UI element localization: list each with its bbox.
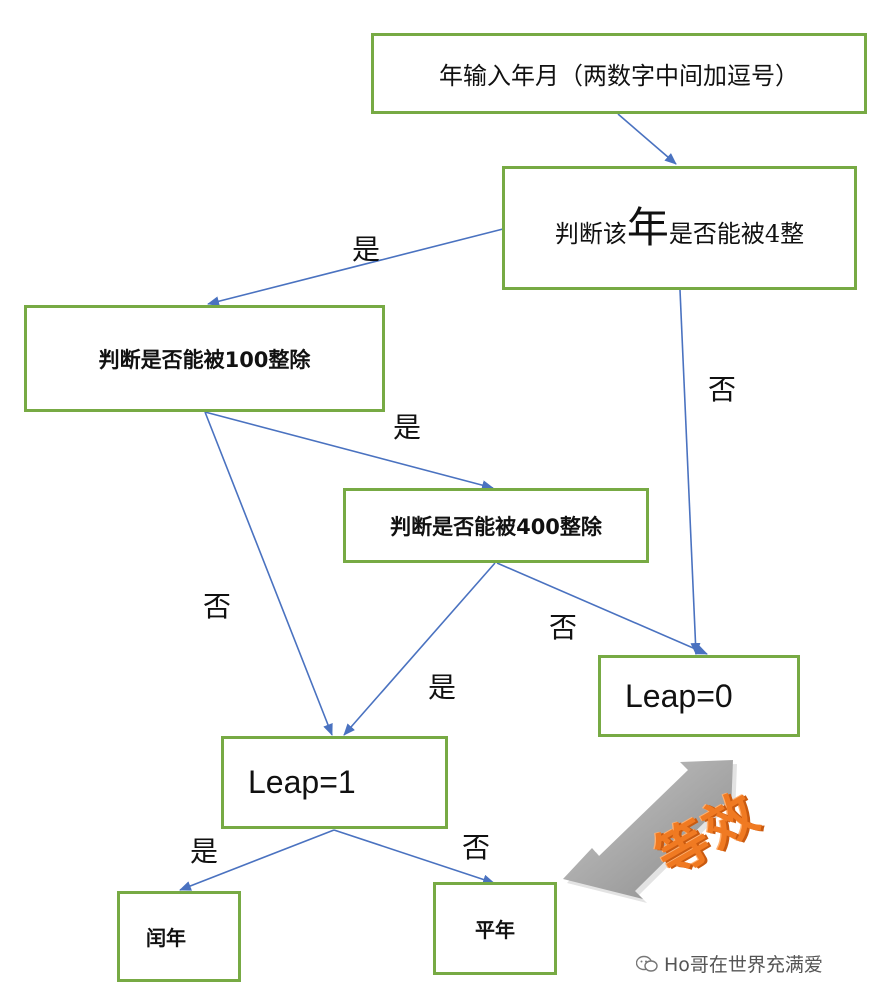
- edge-div400-to-leap1: [343, 562, 496, 736]
- edge-label-yes-400: 是: [428, 671, 457, 704]
- watermark: Ho哥在世界充满爱: [636, 950, 823, 977]
- edge-label-yes-leap: 是: [190, 835, 219, 868]
- wechat-icon: [636, 955, 658, 972]
- leap0-label: Leap=0: [625, 677, 733, 714]
- edge-label-no-leap: 否: [462, 831, 491, 864]
- common-year-label: 平年: [475, 918, 515, 942]
- edge-leap1-to-commonyear: [333, 829, 495, 885]
- edge-label-no-400: 否: [549, 611, 578, 644]
- div4-label: 判断该 年 是否能被4整: [555, 207, 804, 249]
- leap-year-label: 闰年: [146, 926, 186, 950]
- edge-input-to-div4: [617, 113, 677, 165]
- div4-box: 判断该 年 是否能被4整: [502, 166, 857, 290]
- input-label: 年输入年月（两数字中间加逗号）: [439, 62, 799, 90]
- leap0-box: Leap=0: [598, 655, 800, 737]
- leap1-box: Leap=1: [221, 736, 448, 829]
- input-box: 年输入年月（两数字中间加逗号）: [371, 33, 867, 114]
- div100-label: 判断是否能被100整除: [98, 347, 311, 372]
- edge-div400-to-leap0: [496, 562, 708, 655]
- edge-label-no-100: 否: [203, 590, 232, 623]
- leap1-label: Leap=1: [248, 764, 356, 800]
- edge-div4-to-div100: [207, 228, 504, 307]
- div4-label-post: 是否能被4整: [668, 220, 805, 248]
- edge-div100-to-leap1: [204, 411, 333, 736]
- edge-div4-to-leap0: [679, 289, 701, 655]
- double-arrow: [563, 760, 737, 903]
- div400-box: 判断是否能被400整除: [343, 488, 649, 563]
- watermark-text: Ho哥在世界充满爱: [664, 954, 823, 976]
- edge-label-yes-4: 是: [352, 233, 381, 266]
- leap-year-box: 闰年: [117, 891, 241, 982]
- edge-div100-to-div400: [204, 411, 494, 491]
- edge-leap1-to-leapyear: [179, 829, 335, 891]
- div4-label-pre: 判断该: [554, 220, 627, 248]
- edge-label-yes-100: 是: [393, 411, 422, 444]
- div4-label-big: 年: [626, 203, 669, 252]
- common-year-box: 平年: [433, 882, 557, 975]
- div100-box: 判断是否能被100整除: [24, 305, 385, 412]
- div400-label: 判断是否能被400整除: [390, 514, 602, 539]
- edge-label-no-4: 否: [708, 373, 737, 406]
